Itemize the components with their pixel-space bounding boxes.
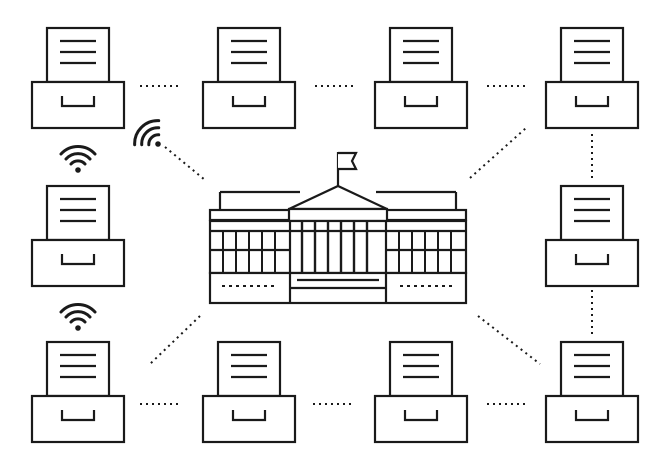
connector xyxy=(149,315,201,365)
file-cabinet-icon xyxy=(201,26,297,130)
file-cabinet-icon xyxy=(544,340,640,444)
connector xyxy=(469,127,527,179)
file-cabinet-icon xyxy=(201,340,297,444)
connector xyxy=(164,146,206,181)
file-cabinet-icon xyxy=(544,26,640,130)
wifi-icon xyxy=(127,113,174,160)
government-building-icon xyxy=(208,151,468,305)
file-cabinet-icon xyxy=(544,184,640,288)
file-cabinet-icon xyxy=(373,26,469,130)
wifi-icon xyxy=(59,302,97,333)
file-cabinet-icon xyxy=(30,26,126,130)
flag-icon xyxy=(336,151,358,186)
file-cabinet-icon xyxy=(30,184,126,288)
connection-lines xyxy=(140,85,593,405)
wifi-icon xyxy=(59,144,97,175)
file-cabinet-icon xyxy=(373,340,469,444)
file-cabinet-icon xyxy=(30,340,126,444)
connector xyxy=(477,315,541,365)
